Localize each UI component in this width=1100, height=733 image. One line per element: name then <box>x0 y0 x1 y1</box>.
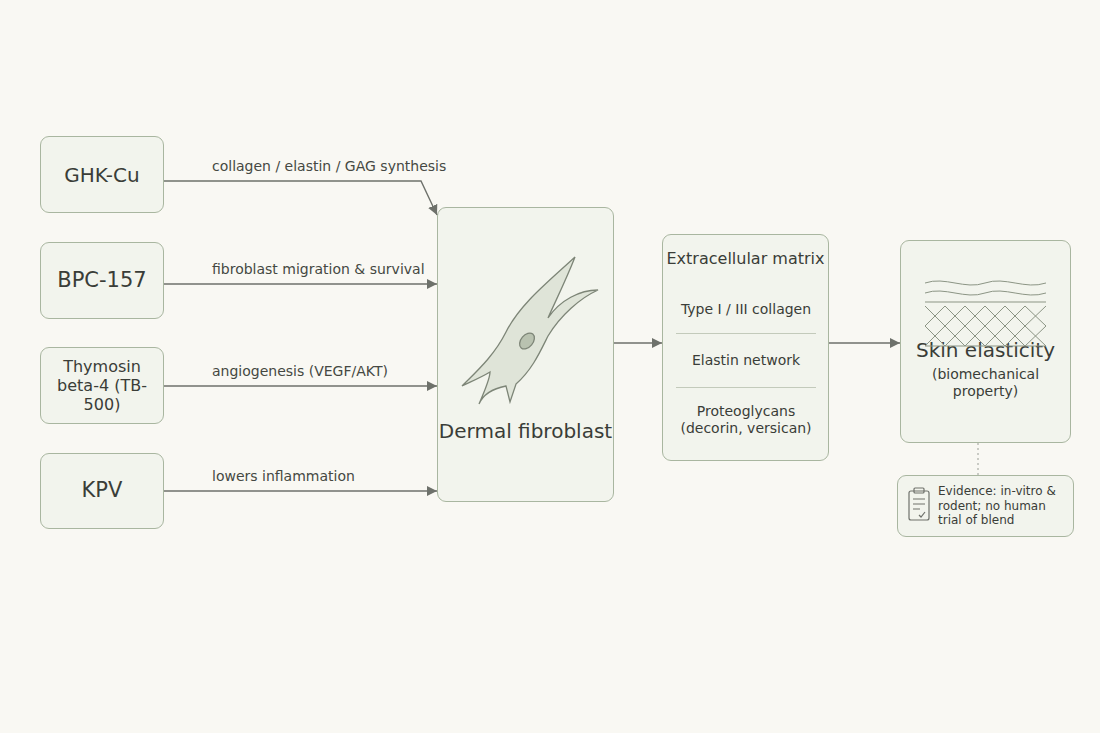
node-title: Evidence: in-vitro & rodent; no human tr… <box>938 484 1065 527</box>
peptide-box: GHK-Cu <box>40 136 164 213</box>
flow-arrow <box>164 385 437 386</box>
node-subtitle: (biomechanical property) <box>901 366 1070 400</box>
node-title: Thymosin beta-4 (TB-500) <box>41 357 163 415</box>
dotted-leader <box>978 443 979 475</box>
node-title: KPV <box>82 478 123 503</box>
outcome-box: Skin elasticity (biomechanical property) <box>900 240 1071 443</box>
peptide-box: Thymosin beta-4 (TB-500) <box>40 347 164 424</box>
edge-label: collagen / elastin / GAG synthesis <box>212 158 446 174</box>
matrix-box: Extracellular matrixType I / III collage… <box>662 234 829 461</box>
node-title: Extracellular matrix <box>667 249 825 268</box>
node-title: Elastin network <box>692 352 800 369</box>
matrix-band: Type I / III collagen <box>676 285 816 334</box>
matrix-band: Elastin network <box>676 334 816 388</box>
edge-label: lowers inflammation <box>212 468 355 484</box>
skin-layers <box>925 281 1046 346</box>
flow-arrow <box>164 490 437 491</box>
edge-label: fibroblast migration & survival <box>212 261 425 277</box>
peptide-box: KPV <box>40 453 164 529</box>
fibroblast-cell <box>462 257 598 404</box>
edge-label: angiogenesis (VEGF/AKT) <box>212 363 388 379</box>
node-title: Dermal fibroblast <box>439 419 612 443</box>
peptide-box: BPC-157 <box>40 242 164 319</box>
node-title: Proteoglycans (decorin, versican) <box>676 403 816 437</box>
flow-arrow <box>164 181 437 215</box>
cell-box: Dermal fibroblast <box>437 207 614 502</box>
node-title: Skin elasticity <box>916 338 1055 362</box>
evidence-note: Evidence: in-vitro & rodent; no human tr… <box>897 475 1074 537</box>
matrix-band: Proteoglycans (decorin, versican) <box>676 388 816 452</box>
flow-arrow <box>164 283 437 284</box>
flow-arrow <box>829 342 900 343</box>
node-title: BPC-157 <box>57 268 146 293</box>
flow-arrow <box>614 342 662 343</box>
node-title: Type I / III collagen <box>681 301 811 318</box>
clipboard-icon <box>909 488 929 520</box>
node-title: GHK-Cu <box>64 163 139 187</box>
